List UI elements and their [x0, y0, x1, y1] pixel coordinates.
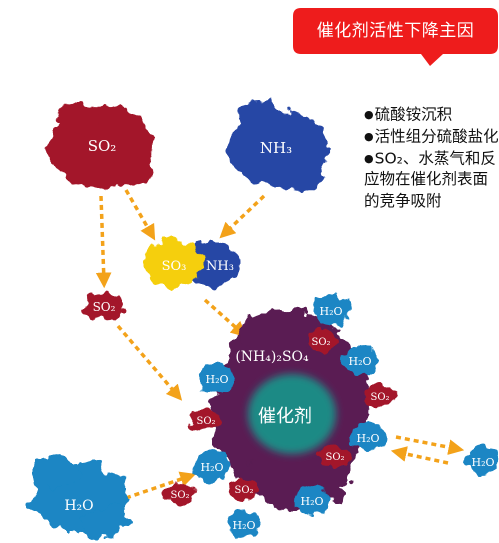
- h2o-source-label: H₂O: [64, 498, 93, 514]
- note-text-1: 硫酸铵沉积: [374, 105, 453, 124]
- so2-mid-blob: SO₂: [84, 292, 124, 320]
- bullet-icon: ●: [364, 108, 374, 121]
- bullet-icon: ●: [364, 151, 374, 165]
- so3-nh3-blob: SO₃ NH₃: [143, 240, 238, 288]
- notes-list: ●硫酸铵沉积 ●活性组分硫酸盐化 ●SO₂、水蒸气和反应物在催化剂表面的竞争吸附: [364, 104, 499, 212]
- h2o-label: H₂O: [356, 432, 379, 445]
- h2o-label: H₂O: [300, 495, 323, 508]
- diagram-title: 催化剂活性下降主因: [316, 21, 475, 41]
- so2-molecule: SO₂: [228, 478, 260, 500]
- h2o-label: H₂O: [232, 519, 255, 532]
- catalyst-label: 催化剂: [258, 406, 312, 427]
- so2-mid-label: SO₂: [93, 300, 116, 314]
- note-text-3: SO₂、水蒸气和反应物在催化剂表面的竞争吸附: [364, 148, 496, 210]
- arrow-so2-to-catalyst: [116, 324, 183, 401]
- so2-molecule: SO₂: [305, 330, 337, 352]
- so2-molecule: SO₂: [164, 483, 196, 505]
- arrow-h2o-to-catalyst-right: [390, 446, 449, 465]
- note-item-1: ●硫酸铵沉积: [364, 104, 499, 126]
- h2o-molecule: H₂O: [227, 510, 261, 538]
- catalyst-cluster: (NH₄)₂SO₄ 催化剂: [210, 306, 370, 506]
- nh3-small-label: NH₃: [206, 259, 234, 274]
- ammonium-bisulfate-label: (NH₄)₂SO₄: [235, 349, 309, 365]
- h2o-label: H₂O: [205, 373, 228, 386]
- h2o-molecule: H₂O: [194, 450, 230, 482]
- note-item-2: ●活性组分硫酸盐化: [364, 126, 499, 148]
- so2-label: SO₂: [311, 337, 330, 348]
- so2-molecules: SO₂ SO₂ SO₂ SO₂ SO₂ SO₂: [164, 330, 396, 505]
- so2-label: SO₂: [196, 416, 215, 427]
- flow-arrows: [95, 189, 465, 500]
- note-text-2: 活性组分硫酸盐化: [374, 127, 499, 145]
- so2-label: SO₂: [234, 485, 253, 496]
- so2-molecule: SO₂: [364, 385, 396, 407]
- title-callout: [293, 8, 498, 66]
- so2-source-blob: SO₂: [48, 102, 152, 188]
- arrow-h2o-to-catalyst: [125, 471, 196, 500]
- h2o-molecule: H₂O: [313, 294, 349, 326]
- so2-label: SO₂: [325, 452, 344, 463]
- so2-molecule: SO₂: [319, 445, 351, 467]
- callout-shape: [293, 8, 498, 66]
- so2-label: SO₂: [170, 490, 189, 501]
- note-item-3: ●SO₂、水蒸气和反应物在催化剂表面的竞争吸附: [364, 148, 499, 213]
- so2-source-label: SO₂: [88, 137, 117, 155]
- h2o-molecule: H₂O: [351, 422, 385, 452]
- h2o-source-blob: H₂O: [32, 456, 128, 536]
- h2o-label: H₂O: [200, 461, 223, 474]
- so3-label: SO₃: [162, 259, 187, 274]
- h2o-label: H₂O: [348, 355, 371, 368]
- arrow-nh3-to-so3: [219, 194, 266, 239]
- arrow-so2-to-so3: [124, 189, 156, 241]
- h2o-molecule: H₂O: [199, 362, 235, 394]
- arrow-so3-to-catalyst: [203, 298, 247, 338]
- bullet-icon: ●: [364, 129, 374, 143]
- so2-label: SO₂: [370, 392, 389, 403]
- h2o-molecule-right: H₂O: [466, 446, 498, 476]
- h2o-label: H₂O: [471, 456, 494, 469]
- h2o-label: H₂O: [319, 305, 342, 318]
- so2-molecule: SO₂: [190, 409, 222, 431]
- nh3-source-label: NH₃: [260, 139, 292, 157]
- arrow-catalyst-to-h2o: [395, 435, 465, 455]
- h2o-molecule: H₂O: [343, 345, 377, 375]
- nh3-source-blob: NH₃: [228, 100, 328, 192]
- h2o-molecule: H₂O: [295, 485, 329, 515]
- h2o-molecules: H₂O H₂O H₂O H₂O H₂O H₂O H₂O H₂O: [194, 294, 498, 538]
- arrow-so2-down: [95, 195, 112, 289]
